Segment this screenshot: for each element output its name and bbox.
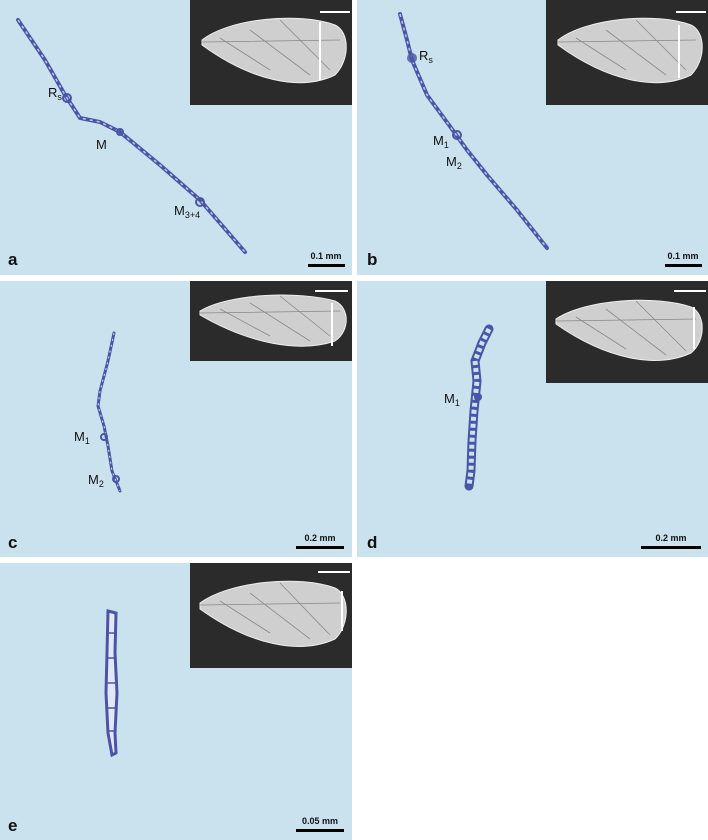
vein-label: M2 bbox=[446, 154, 462, 171]
scale-label: 0.1 mm bbox=[310, 251, 342, 261]
wing-cross-section bbox=[398, 12, 549, 250]
panel-a: Rs M M3+4 a 0.1 mm bbox=[0, 0, 352, 275]
wing-inset-image bbox=[190, 0, 352, 105]
scale-label: 0.2 mm bbox=[304, 533, 336, 543]
wing-cross-section bbox=[96, 331, 122, 493]
panel-letter: a bbox=[8, 250, 18, 269]
panel-letter: d bbox=[367, 533, 378, 552]
scale-bar bbox=[296, 546, 344, 549]
scale-bar bbox=[308, 264, 345, 267]
vein-label: M2 bbox=[88, 472, 104, 489]
panel-b: Rs M1 M2 b 0.1 mm bbox=[357, 0, 708, 275]
panel-d: M1 d 0.2 mm bbox=[357, 281, 708, 557]
wing-inset-image bbox=[546, 281, 708, 383]
scale-label: 0.1 mm bbox=[667, 251, 699, 261]
wing-inset-image bbox=[546, 0, 708, 105]
vein-label: M1 bbox=[444, 391, 460, 408]
panel-e: e 0.05 mm bbox=[0, 563, 352, 840]
vein-label: Rs bbox=[48, 85, 62, 102]
scale-label: 0.2 mm bbox=[655, 533, 687, 543]
scale-bar bbox=[296, 829, 344, 832]
scale-bar bbox=[665, 264, 702, 267]
vein-label: M1 bbox=[74, 429, 90, 446]
wing-cross-section bbox=[104, 609, 119, 758]
wing-inset-image bbox=[190, 281, 352, 361]
panel-c: M1 M2 c 0.2 mm bbox=[0, 281, 352, 557]
vein-label: M3+4 bbox=[174, 203, 201, 220]
vein-label: M bbox=[96, 137, 107, 152]
panel-letter: c bbox=[8, 533, 18, 552]
wing-cross-section bbox=[16, 18, 247, 254]
panel-letter: e bbox=[8, 816, 18, 835]
wing-cross-section bbox=[464, 324, 494, 491]
vein-label: Rs bbox=[419, 48, 433, 65]
scale-bar bbox=[641, 546, 701, 549]
wing-inset-image bbox=[190, 563, 352, 668]
vein-label: M1 bbox=[433, 133, 449, 150]
scale-label: 0.05 mm bbox=[301, 816, 339, 826]
panel-letter: b bbox=[367, 250, 378, 269]
